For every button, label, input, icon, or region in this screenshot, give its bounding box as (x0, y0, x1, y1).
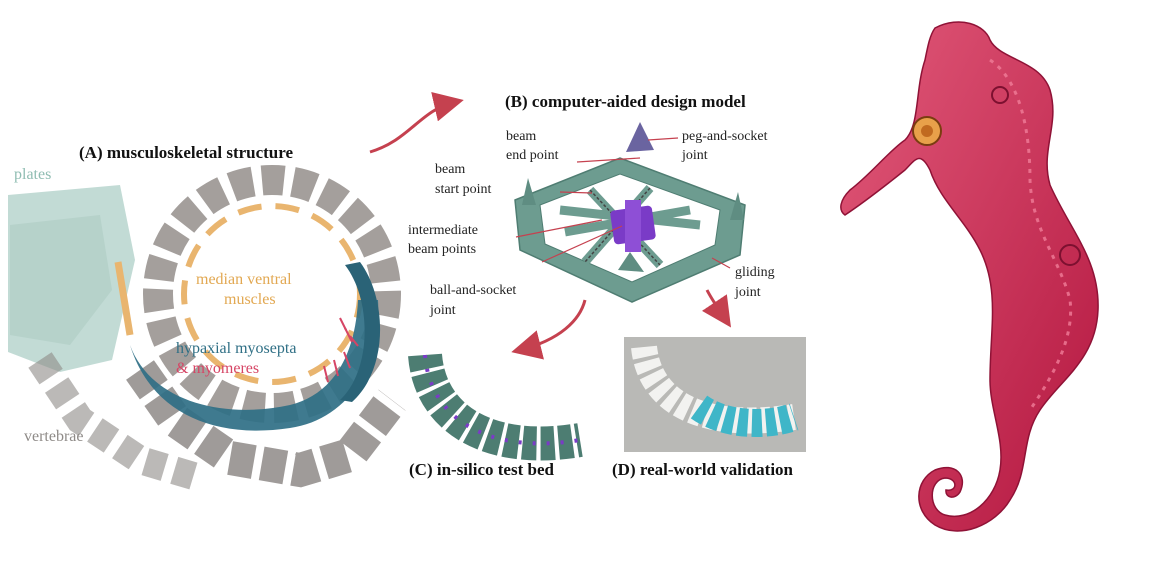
hypaxial-myosepta (130, 262, 381, 431)
label-hypaxial-1: hypaxial myosepta (176, 340, 297, 357)
label-hypaxial-2: & myomeres (176, 360, 260, 377)
label-intermediate-2: beam points (408, 242, 477, 257)
seahorse-specimen (840, 21, 1099, 532)
panel-c-title: (C) in-silico test bed (409, 460, 554, 479)
vertebrae-ring (28, 165, 406, 492)
label-vertebrae: vertebrae (24, 428, 84, 445)
cad-model (514, 122, 746, 303)
label-peg-2: joint (682, 148, 708, 163)
label-plates: plates (14, 166, 52, 183)
panel-b-title: (B) computer-aided design model (505, 92, 746, 111)
label-ball-1: ball-and-socket (430, 283, 517, 298)
arrow-b-to-c (511, 299, 587, 360)
arrow-a-to-b (369, 92, 464, 154)
plates-stack (8, 185, 135, 372)
label-beam-start-1: beam (435, 162, 466, 177)
label-gliding-1: gliding (735, 265, 775, 280)
label-ball-2: joint (430, 303, 456, 318)
label-intermediate-1: intermediate (408, 223, 478, 238)
label-gliding-2: joint (735, 285, 761, 300)
label-peg-1: peg-and-socket (682, 129, 768, 144)
panel-a-title: (A) musculoskeletal structure (79, 143, 294, 162)
real-world-photo (624, 337, 806, 452)
label-beam-end-1: beam (506, 129, 537, 144)
arrow-b-to-d (701, 289, 731, 328)
label-median-ventral-1: median ventral (196, 271, 292, 288)
cad-leader-lines (515, 137, 731, 269)
myomeres (323, 317, 359, 383)
label-beam-start-2: start point (435, 182, 492, 197)
in-silico-chain (408, 352, 583, 461)
label-beam-end-2: end point (506, 148, 559, 163)
label-median-ventral-2: muscles (224, 291, 276, 308)
panel-d-title: (D) real-world validation (612, 460, 794, 479)
